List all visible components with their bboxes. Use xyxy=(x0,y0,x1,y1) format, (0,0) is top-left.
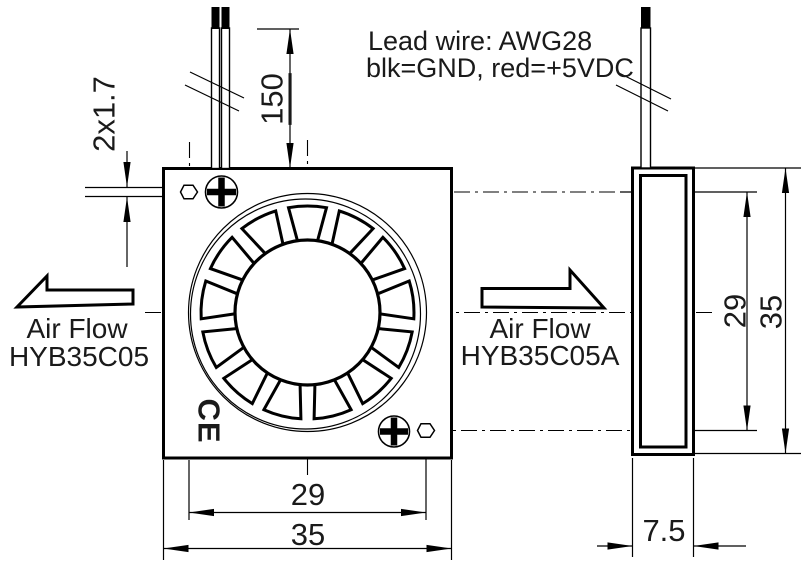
screw-top-left xyxy=(204,175,239,209)
side-airflow-label: Air Flow xyxy=(489,313,591,344)
dim-150-label: 150 xyxy=(255,73,290,125)
scroll-outline-inner xyxy=(189,198,422,430)
dim-35-side-label: 35 xyxy=(754,295,789,329)
side-model-label: HYB35C05A xyxy=(461,340,620,371)
airflow-left-arrow-icon xyxy=(13,272,135,309)
front-model-label: HYB35C05 xyxy=(9,341,149,372)
dim-29-side-label: 29 xyxy=(718,294,753,328)
side-view xyxy=(615,7,695,456)
screw-cross-icon xyxy=(380,417,408,446)
impeller-blade xyxy=(330,208,376,255)
dim-hole-label: 2x1.7 xyxy=(87,76,122,152)
dim-7-5-label: 7.5 xyxy=(642,513,685,548)
impeller-blade xyxy=(221,358,269,406)
impeller-blade xyxy=(346,358,394,406)
impeller-blade xyxy=(208,235,255,282)
dim-29-front-label: 29 xyxy=(291,477,325,512)
impeller-hub-circle xyxy=(233,238,382,387)
ce-mark: CE xyxy=(192,398,227,443)
dimension-lines xyxy=(123,28,801,560)
mounting-hole-bottom-right-icon xyxy=(416,422,436,439)
impeller-blade xyxy=(370,327,414,370)
impeller-blade xyxy=(312,379,354,421)
impeller-blade xyxy=(286,204,329,241)
screw-cross-icon xyxy=(207,177,236,207)
hole-slot-projection xyxy=(85,186,163,198)
impeller-blade xyxy=(377,278,416,321)
front-view: CE xyxy=(162,167,453,460)
impeller-blades xyxy=(199,204,416,421)
mounting-hole-top-left-icon xyxy=(179,184,199,200)
lead-wire-note-line2: blk=GND, red=+5VDC xyxy=(366,53,634,83)
scroll-outline-outer xyxy=(187,192,428,433)
lead-wire-note-line1: Lead wire: AWG28 xyxy=(368,26,592,56)
wire-break-symbol xyxy=(615,72,672,112)
front-housing-outline xyxy=(162,167,453,460)
wire-break-symbol xyxy=(184,71,245,112)
impeller-blade xyxy=(201,327,245,370)
screw-bottom-right xyxy=(377,415,411,448)
impeller-blade xyxy=(360,235,407,282)
impeller-blade xyxy=(261,379,303,421)
front-lead-wires xyxy=(184,7,245,170)
front-airflow-label: Air Flow xyxy=(26,313,128,344)
impeller-blade xyxy=(239,208,285,255)
side-housing-outline xyxy=(631,166,695,456)
side-housing-inner-outline xyxy=(639,174,688,449)
airflow-right-arrow-icon xyxy=(480,266,608,310)
dim-35-front-label: 35 xyxy=(291,517,325,552)
impeller-blade xyxy=(199,278,238,321)
